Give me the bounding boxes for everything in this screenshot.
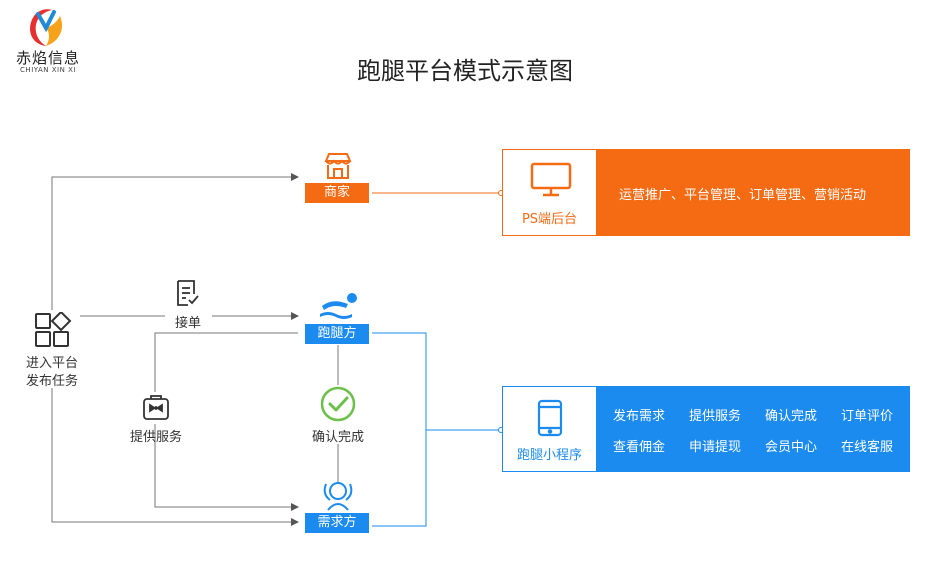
take-order-label: 接单 xyxy=(174,316,201,331)
brand-name: 赤焰信息 xyxy=(15,49,80,67)
line-provide-service xyxy=(154,332,298,392)
entry-label-2: 发布任务 xyxy=(25,374,78,389)
brand-subtitle: CHIYAN XIN XI xyxy=(20,66,76,74)
entry-label-1: 进入平台 xyxy=(25,356,78,371)
ps-features-text: 运营推广、平台管理、订单管理、营销活动 xyxy=(619,188,867,203)
mini-feature-item: 会员中心 xyxy=(765,440,818,455)
ps-backend-panel: PS端后台 xyxy=(502,149,597,236)
confirm-done-label: 确认完成 xyxy=(311,430,364,445)
mini-feature-item: 申请提现 xyxy=(689,440,742,455)
check-circle-icon xyxy=(320,386,356,422)
customer-icon xyxy=(323,482,353,511)
line-entry-merchant xyxy=(51,173,299,310)
mini-feature-item: 订单评价 xyxy=(841,409,894,424)
page-title: 跑腿平台模式示意图 xyxy=(357,57,573,85)
mini-feature-item: 发布需求 xyxy=(613,409,666,424)
merchant-tag: 商家 xyxy=(305,183,369,203)
brand-logo-icon xyxy=(30,9,63,46)
mini-feature-item: 确认完成 xyxy=(765,409,818,424)
shop-icon xyxy=(324,153,352,179)
line-runner-mini xyxy=(372,332,427,527)
order-document-icon xyxy=(177,280,199,306)
runner-icon xyxy=(320,293,357,319)
apps-grid-icon xyxy=(35,312,72,347)
ps-features-panel: 运营推广、平台管理、订单管理、营销活动 xyxy=(597,149,910,236)
mobile-phone-icon xyxy=(537,399,563,437)
runner-tag: 跑腿方 xyxy=(305,324,369,344)
desktop-monitor-icon xyxy=(530,162,572,197)
mini-feature-item: 提供服务 xyxy=(689,409,742,424)
demand-tag: 需求方 xyxy=(305,513,369,533)
mini-program-panel: 跑腿小程序 xyxy=(502,386,597,472)
provide-service-label: 提供服务 xyxy=(129,430,182,445)
service-bag-icon xyxy=(143,395,169,420)
line-provide-service-b xyxy=(154,424,299,511)
mini-feature-item: 查看佣金 xyxy=(613,440,666,455)
ps-backend-caption: PS端后台 xyxy=(521,212,578,227)
mini-features-panel: 发布需求 提供服务 确认完成 订单评价 查看佣金 申请提现 会员中心 在线客服 xyxy=(597,386,910,472)
line-entry-demand xyxy=(51,388,299,526)
mini-feature-item: 在线客服 xyxy=(841,440,894,455)
mini-program-caption: 跑腿小程序 xyxy=(516,448,582,463)
